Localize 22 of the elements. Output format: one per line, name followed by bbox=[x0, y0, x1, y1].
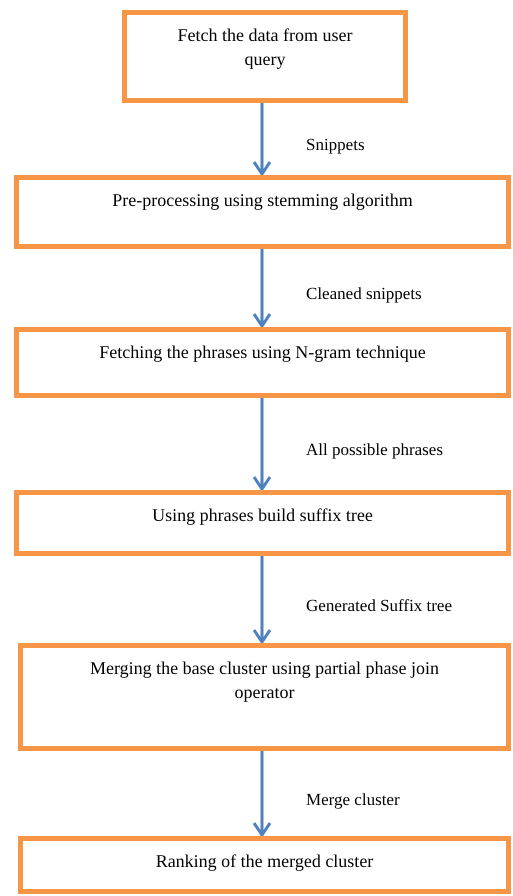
step-text: Using phrases build suffix tree bbox=[151, 504, 374, 527]
process-box bbox=[14, 327, 511, 398]
edge-label: Snippets bbox=[306, 135, 365, 155]
edge-label: Cleaned snippets bbox=[306, 284, 422, 304]
process-box bbox=[18, 836, 511, 894]
arrow bbox=[252, 249, 272, 328]
step-text: Merging the base cluster using partial phase join operator bbox=[88, 657, 440, 704]
arrow bbox=[252, 556, 272, 644]
process-box bbox=[122, 10, 408, 103]
step-text: Fetch the data from user query bbox=[176, 24, 354, 71]
step-text: Pre-processing using stemming algorithm bbox=[111, 189, 414, 212]
step-text: Ranking of the merged cluster bbox=[154, 850, 374, 873]
process-box bbox=[18, 643, 511, 751]
edge-label: Merge cluster bbox=[306, 790, 400, 810]
edge-label: All possible phrases bbox=[306, 440, 443, 460]
arrow bbox=[252, 751, 272, 836]
step-text: Fetching the phrases using N-gram technique bbox=[98, 341, 427, 364]
arrow bbox=[252, 103, 272, 176]
edge-label: Generated Suffix tree bbox=[306, 596, 452, 616]
process-box bbox=[14, 175, 511, 249]
process-box bbox=[14, 490, 511, 556]
arrow bbox=[252, 398, 272, 490]
